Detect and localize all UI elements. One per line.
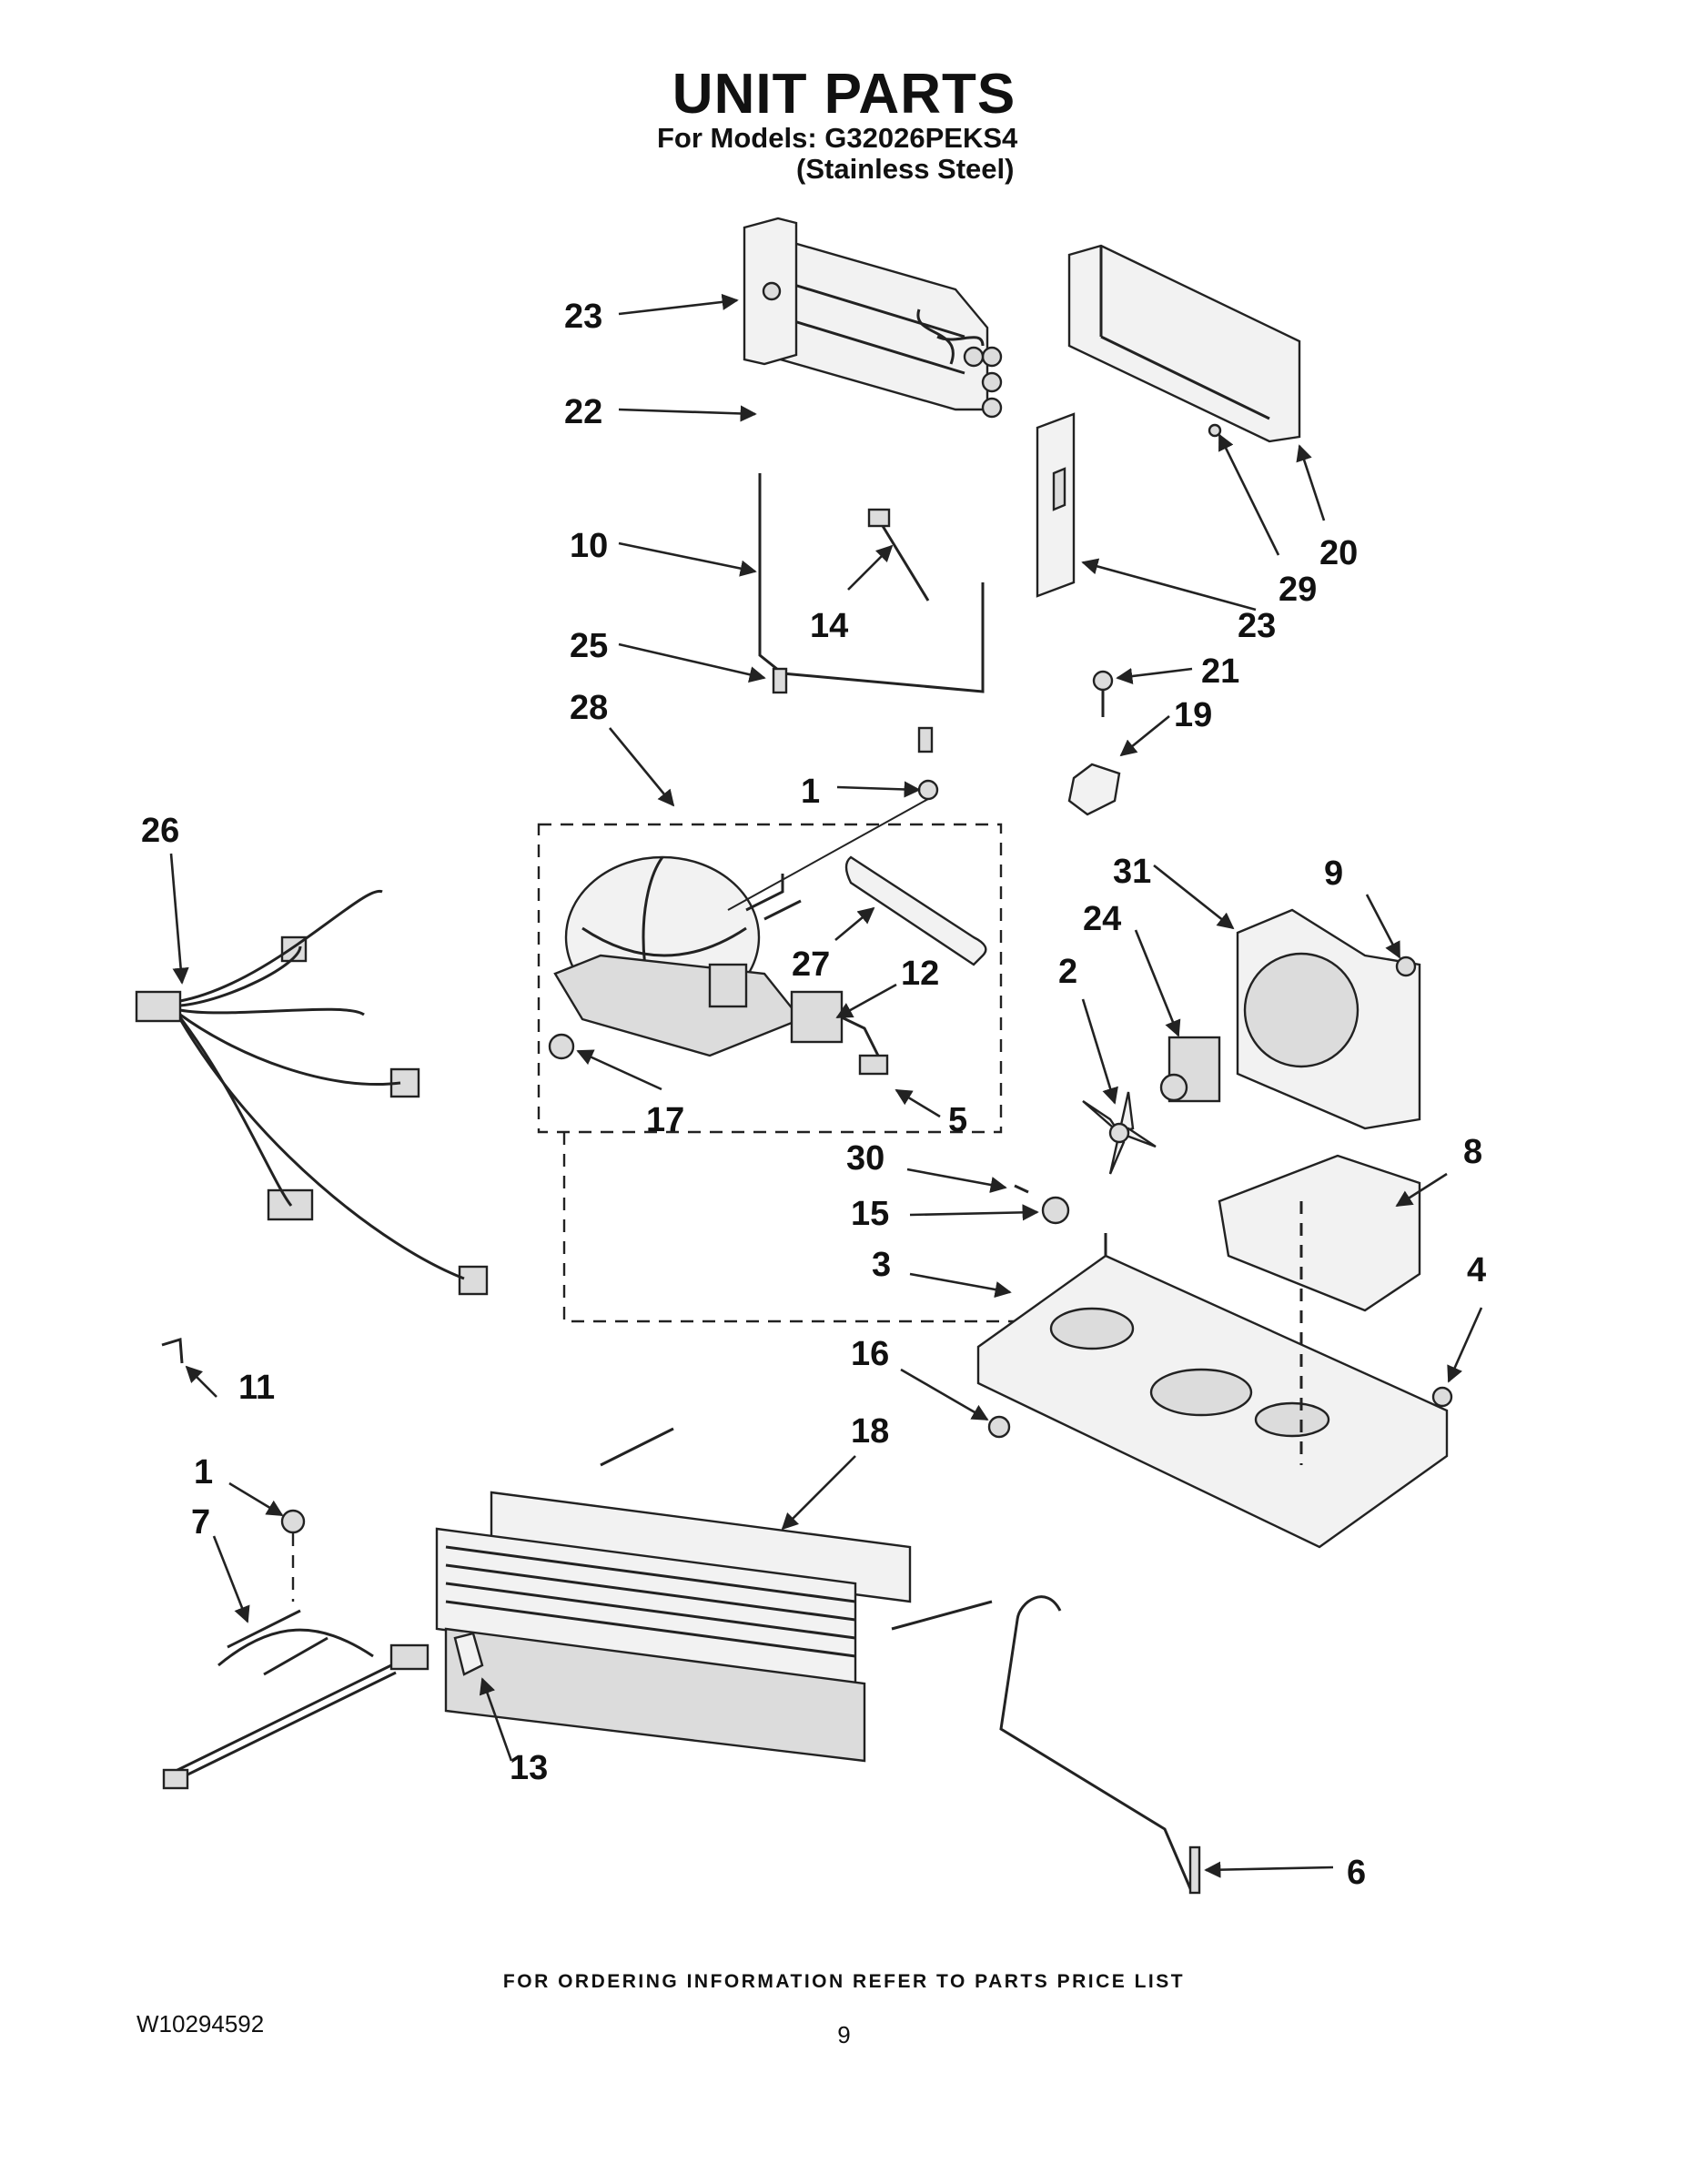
callout-25: 25 bbox=[570, 627, 608, 665]
harness-part-7 bbox=[162, 1609, 430, 1790]
grommet-part-15 bbox=[1041, 1196, 1070, 1225]
evaporator-cover-part bbox=[1067, 244, 1301, 443]
finish-line: (Stainless Steel) bbox=[796, 153, 1015, 185]
fan-blade-part bbox=[1082, 1091, 1157, 1175]
callout-labels: 23 22 10 25 28 1 14 23 29 20 21 19 26 27… bbox=[141, 298, 1486, 1892]
callout-8: 8 bbox=[1463, 1133, 1482, 1171]
callout-27: 27 bbox=[792, 945, 830, 984]
fan-bracket-part bbox=[1218, 1154, 1421, 1465]
callout-29: 29 bbox=[1279, 571, 1317, 609]
ordering-note: FOR ORDERING INFORMATION REFER TO PARTS … bbox=[502, 1971, 1186, 1992]
callout-23b: 23 bbox=[1238, 607, 1276, 645]
callout-20: 20 bbox=[1319, 534, 1358, 572]
screw-part-1a bbox=[917, 779, 939, 801]
callout-17: 17 bbox=[646, 1101, 684, 1139]
screw-part-9 bbox=[1395, 956, 1417, 977]
condenser-part bbox=[435, 1427, 993, 1763]
grommet-part bbox=[548, 1033, 575, 1060]
thermistor-part bbox=[867, 508, 930, 602]
callout-7: 7 bbox=[191, 1503, 210, 1542]
relay-part bbox=[790, 990, 889, 1076]
callout-1a: 1 bbox=[801, 773, 820, 811]
callout-19: 19 bbox=[1174, 696, 1212, 734]
screw-part-4 bbox=[1431, 1386, 1453, 1408]
screw-part-1b bbox=[280, 1509, 306, 1602]
evaporator-bracket-left bbox=[743, 217, 798, 366]
base-plate-part bbox=[976, 1233, 1449, 1549]
compressor-part bbox=[553, 855, 803, 1057]
washer-part-30 bbox=[1014, 1184, 1029, 1194]
callout-23: 23 bbox=[564, 298, 602, 336]
callout-28: 28 bbox=[570, 689, 608, 727]
fan-shroud-part bbox=[1236, 908, 1421, 1130]
page-number: 9 bbox=[837, 2021, 851, 2048]
compressor-assembly-boundary bbox=[537, 823, 1003, 1134]
callout-11: 11 bbox=[238, 1369, 275, 1407]
callout-26: 26 bbox=[141, 812, 179, 850]
evaporator-bracket-right bbox=[1036, 412, 1076, 598]
fan-motor-part bbox=[1159, 1036, 1221, 1103]
callout-4: 4 bbox=[1467, 1251, 1486, 1289]
callout-6: 6 bbox=[1347, 1854, 1366, 1892]
callout-15: 15 bbox=[851, 1195, 889, 1233]
callout-2: 2 bbox=[1058, 953, 1077, 991]
wiring-harness-part bbox=[135, 889, 489, 1296]
clip-part-11 bbox=[161, 1338, 184, 1364]
callout-18: 18 bbox=[851, 1412, 889, 1451]
clamp-part-19 bbox=[1067, 763, 1121, 816]
drier-part bbox=[844, 855, 987, 966]
callout-3: 3 bbox=[872, 1246, 891, 1284]
leader-lines bbox=[169, 293, 1483, 1878]
callout-14: 14 bbox=[810, 607, 848, 645]
screw-part-16 bbox=[987, 1415, 1011, 1439]
callout-1b: 1 bbox=[194, 1453, 213, 1491]
callout-13: 13 bbox=[510, 1749, 548, 1787]
document-number: W10294592 bbox=[136, 2010, 265, 2037]
callout-16: 16 bbox=[851, 1335, 889, 1373]
drain-tube-part bbox=[999, 1595, 1194, 1894]
screw-part-21 bbox=[1092, 670, 1114, 717]
callout-5: 5 bbox=[948, 1101, 967, 1139]
callout-9: 9 bbox=[1324, 854, 1343, 893]
models-line: For Models: G32026PEKS4 bbox=[657, 122, 1018, 154]
page-title: UNIT PARTS bbox=[672, 63, 1016, 126]
defrost-heater-part bbox=[758, 473, 985, 753]
callout-24: 24 bbox=[1083, 900, 1121, 938]
callout-22: 22 bbox=[564, 393, 602, 431]
callout-30: 30 bbox=[846, 1139, 884, 1178]
clip-part-13 bbox=[453, 1632, 484, 1676]
callout-10: 10 bbox=[570, 527, 608, 565]
callout-21: 21 bbox=[1201, 652, 1239, 691]
callout-31: 31 bbox=[1113, 853, 1151, 891]
callout-12: 12 bbox=[901, 955, 939, 993]
